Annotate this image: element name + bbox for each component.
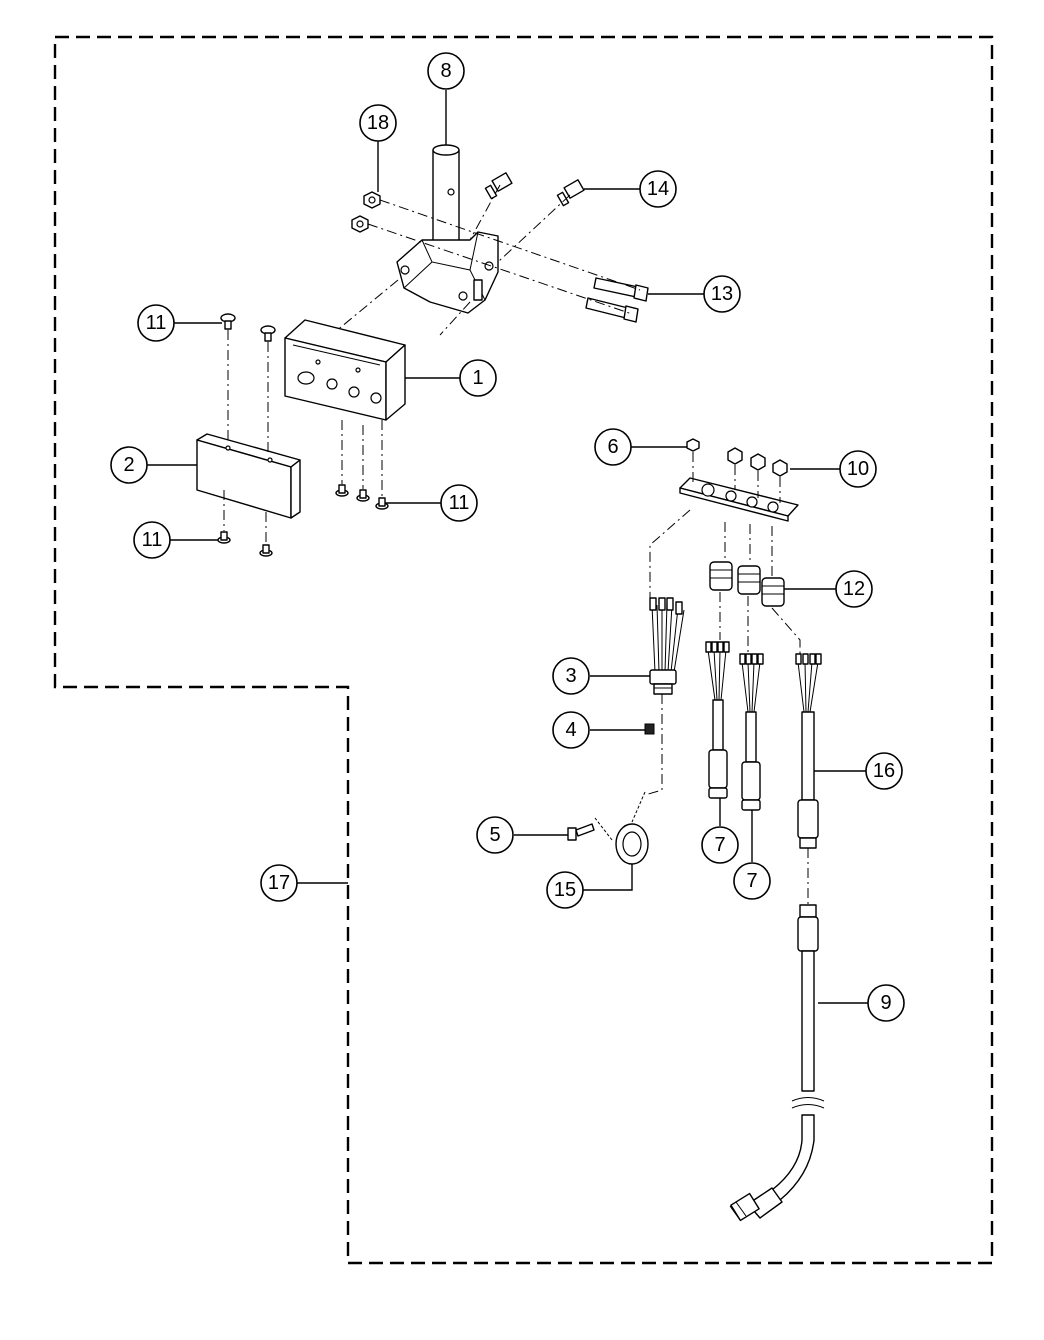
screw-4 [644, 723, 655, 735]
callout-9: 9 [867, 984, 905, 1022]
cable-glands-12 [709, 561, 785, 607]
sensor-cable-left [705, 641, 730, 799]
wire-harness-3 [649, 597, 685, 695]
nuts-10 [727, 447, 788, 477]
callout-label: 12 [843, 578, 865, 600]
pole-bracket [396, 144, 499, 314]
assembly-boundary [53, 35, 994, 1265]
enclosure-box [284, 319, 406, 421]
callout-12: 12 [835, 570, 873, 608]
sensor-cable-right [739, 653, 764, 811]
callout-17: 17 [260, 864, 298, 902]
callout-3: 3 [552, 657, 590, 695]
callout-label: 17 [268, 872, 290, 894]
callout-13: 13 [703, 275, 741, 313]
nut-6 [686, 438, 700, 452]
callout-16: 16 [865, 752, 903, 790]
callout-label: 7 [746, 870, 757, 892]
callout-label: 14 [647, 178, 669, 200]
callout-label: 1 [472, 367, 483, 389]
callout-10: 10 [839, 450, 877, 488]
leader-lines [146, 90, 868, 1004]
callout-label: 15 [554, 879, 576, 901]
callout-label: 3 [565, 665, 576, 687]
callout-7a: 7 [701, 826, 739, 864]
long-bolts-13 [585, 277, 649, 323]
callout-label: 4 [565, 719, 576, 741]
pole-hole [447, 188, 455, 196]
callout-11b: 11 [440, 484, 478, 522]
connector-plate [679, 477, 799, 522]
callout-4: 4 [552, 711, 590, 749]
bracket-plate [396, 231, 499, 314]
screw-5 [567, 823, 595, 841]
callout-8: 8 [427, 52, 465, 90]
nuts-18 [351, 191, 381, 233]
callout-14: 14 [639, 170, 677, 208]
callout-label: 11 [142, 529, 163, 551]
callout-1: 1 [459, 359, 497, 397]
cap-15 [594, 791, 649, 865]
callout-2: 2 [110, 446, 148, 484]
callout-label: 5 [489, 824, 500, 846]
bolt-top-right [556, 179, 585, 207]
callout-label: 13 [711, 283, 733, 305]
callout-label: 9 [880, 992, 891, 1014]
callout-11c: 11 [133, 521, 171, 559]
power-cable [729, 653, 825, 1222]
front-panel [196, 433, 301, 519]
callout-18: 18 [359, 104, 397, 142]
callout-11a: 11 [137, 304, 175, 342]
callout-6: 6 [594, 428, 632, 466]
callout-label: 7 [714, 834, 725, 856]
callout-label: 8 [440, 60, 451, 82]
callout-7b: 7 [733, 862, 771, 900]
callout-label: 10 [847, 458, 869, 480]
callout-label: 6 [607, 436, 618, 458]
callout-5: 5 [476, 816, 514, 854]
callout-label: 18 [367, 112, 389, 134]
screws-11 [217, 313, 389, 557]
callout-label: 11 [449, 492, 470, 514]
callout-label: 2 [123, 454, 134, 476]
pole-top [432, 144, 460, 156]
callout-label: 16 [873, 760, 895, 782]
bolt-top-left [484, 172, 513, 200]
callout-label: 11 [146, 312, 167, 334]
callout-15: 15 [546, 871, 584, 909]
